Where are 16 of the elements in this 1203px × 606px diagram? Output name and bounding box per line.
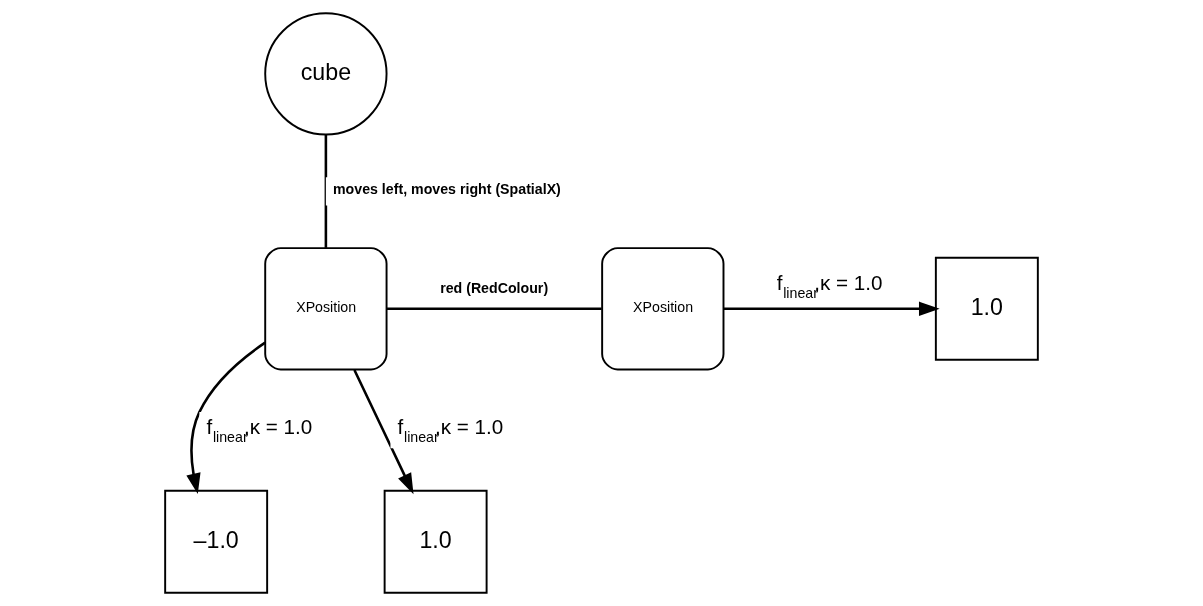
node-box: XPosition: [601, 247, 725, 371]
edge-label: moves left, moves right (SpatialX): [332, 180, 561, 197]
connector: [324, 135, 328, 248]
node-box: –1.0: [164, 489, 269, 594]
arrow: [353, 369, 414, 495]
node-box: XPosition: [264, 247, 388, 371]
edge-label: f$_{linear}$,κ = 1.0: [397, 414, 504, 445]
edge-label: f$_{linear}$,κ = 1.0: [206, 414, 313, 445]
node-box: 1.0: [383, 489, 488, 594]
edge-label: red (RedColour): [440, 280, 549, 297]
arrow: [186, 341, 266, 495]
arrow: [723, 301, 940, 317]
edge-label: f$_{linear}$,κ = 1.0: [776, 271, 883, 302]
connector: [386, 307, 602, 311]
node-circle: cube: [264, 12, 388, 136]
node-box: 1.0: [934, 256, 1039, 361]
